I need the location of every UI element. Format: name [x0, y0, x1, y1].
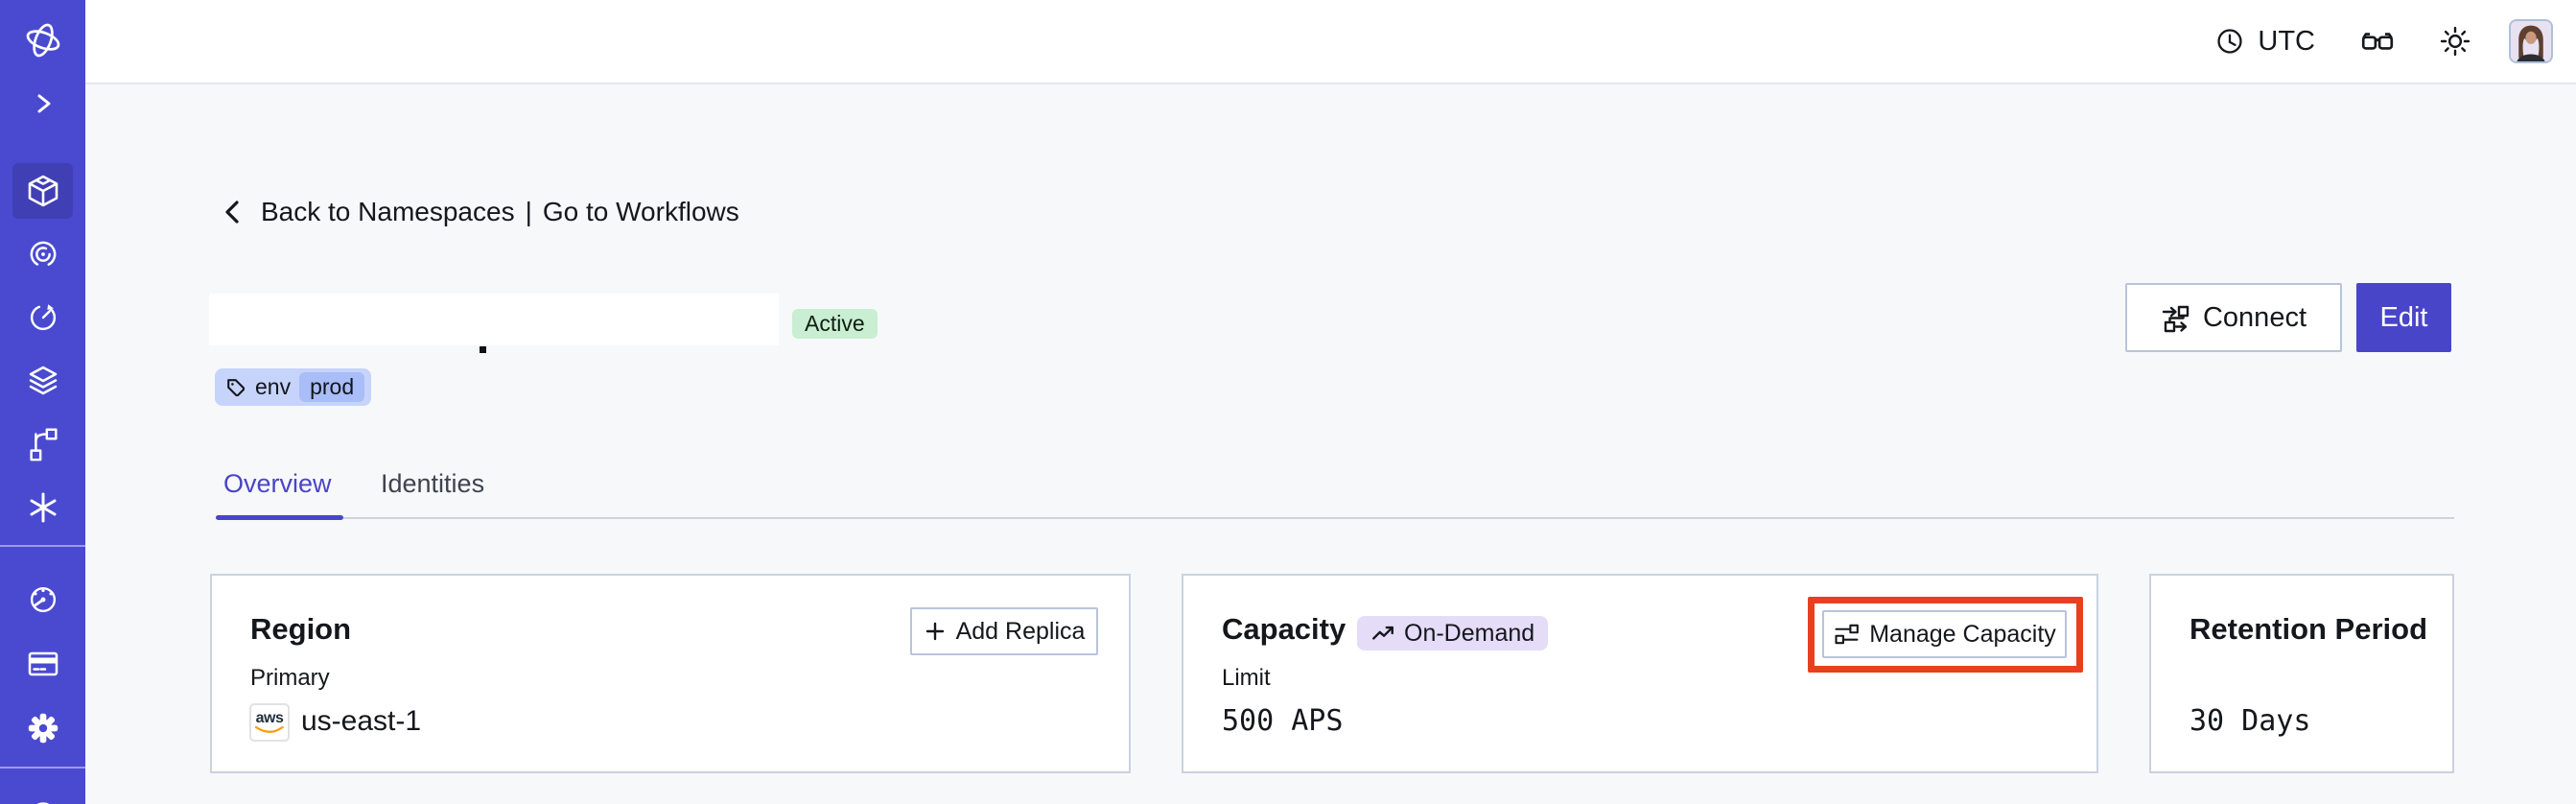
aws-logo-text: aws — [255, 709, 284, 726]
breadcrumb-go-to-workflows[interactable]: Go to Workflows — [542, 197, 739, 226]
sidebar-schedules-icon[interactable] — [22, 296, 64, 339]
user-avatar[interactable] — [2509, 19, 2553, 63]
manage-capacity-button[interactable]: Manage Capacity — [1822, 610, 2067, 658]
add-replica-label: Add Replica — [955, 617, 1086, 645]
temporal-logo-icon[interactable] — [22, 19, 64, 61]
capacity-card: Capacity On-Demand Manage Capacity Limit… — [1182, 574, 2098, 773]
tag-key: env — [255, 374, 292, 399]
manage-capacity-label: Manage Capacity — [1869, 620, 2056, 648]
sidebar-workflows-icon[interactable] — [22, 233, 64, 275]
edit-button[interactable]: Edit — [2356, 283, 2451, 352]
sidebar-settings-gear-icon[interactable] — [22, 707, 64, 749]
connect-button[interactable]: Connect — [2125, 283, 2342, 352]
trending-up-icon — [1370, 621, 1395, 646]
breadcrumb-separator: | — [525, 197, 532, 226]
active-tab-underline — [216, 515, 343, 520]
sidebar-billing-card-icon[interactable] — [22, 643, 64, 685]
retention-card-title: Retention Period — [2190, 612, 2428, 646]
namespace-name-remnant — [480, 346, 486, 353]
add-replica-button[interactable]: Add Replica — [910, 607, 1098, 655]
tab-identities[interactable]: Identities — [381, 469, 485, 498]
sidebar-help-circle-icon[interactable] — [22, 792, 64, 804]
region-card: Region Add Replica Primary aws us-east-1 — [210, 574, 1131, 773]
region-card-title: Region — [250, 612, 352, 646]
region-field-label: Primary — [250, 665, 330, 691]
capacity-field-label: Limit — [1222, 665, 1271, 691]
region-value: us-east-1 — [301, 705, 422, 737]
sidebar-namespaces-icon[interactable] — [22, 170, 64, 212]
breadcrumb: Back to Namespaces | Go to Workflows — [219, 197, 739, 227]
clock-icon — [2213, 25, 2246, 58]
sidebar-deployment-branch-icon[interactable] — [22, 423, 64, 465]
retention-value: 30 Days — [2190, 704, 2311, 738]
retention-card: Retention Period 30 Days — [2149, 574, 2454, 773]
sidebar-usage-gauge-icon[interactable] — [22, 579, 64, 621]
breadcrumb-back-to-namespaces[interactable]: Back to Namespaces — [261, 197, 515, 226]
sidebar — [0, 0, 85, 804]
sidebar-expand-chevron-icon[interactable] — [22, 83, 64, 125]
sidebar-divider — [0, 545, 85, 547]
sidebar-divider — [0, 767, 85, 769]
status-badge: Active — [792, 309, 878, 339]
glasses-icon[interactable] — [2359, 23, 2396, 59]
sidebar-nexus-asterisk-icon[interactable] — [22, 486, 64, 529]
capacity-card-title: Capacity — [1222, 612, 1347, 646]
connect-flow-icon — [2161, 302, 2191, 333]
timezone-selector[interactable]: UTC — [2213, 25, 2315, 58]
on-demand-badge: On-Demand — [1357, 616, 1549, 650]
aws-smile-icon — [254, 725, 285, 733]
tag-icon — [225, 377, 246, 398]
top-bar: UTC — [85, 0, 2576, 84]
sun-icon[interactable] — [2438, 24, 2472, 59]
tag-value: prod — [299, 372, 365, 402]
sliders-icon — [1833, 621, 1860, 648]
aws-provider-badge: aws — [249, 703, 290, 742]
edit-button-label: Edit — [2379, 301, 2428, 333]
connect-button-label: Connect — [2202, 301, 2307, 333]
tab-overview[interactable]: Overview — [223, 469, 332, 498]
sidebar-deployments-icon[interactable] — [22, 360, 64, 402]
tabs-baseline — [216, 517, 2454, 519]
namespace-tag: env prod — [215, 368, 372, 406]
capacity-value: 500 APS — [1222, 704, 1344, 738]
back-chevron-icon[interactable] — [219, 198, 247, 226]
on-demand-label: On-Demand — [1404, 619, 1535, 647]
plus-icon — [924, 620, 947, 643]
namespace-name-redacted — [209, 294, 779, 345]
timezone-label: UTC — [2258, 25, 2315, 57]
